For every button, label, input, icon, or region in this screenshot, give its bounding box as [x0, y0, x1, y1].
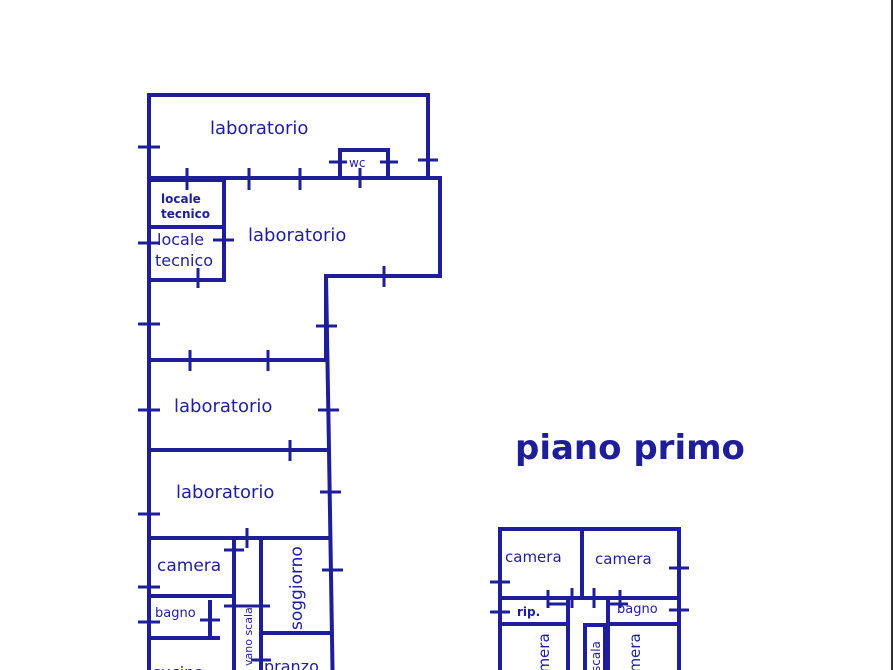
room-label-camera: camera: [535, 633, 553, 670]
floor-title: piano primo: [515, 428, 745, 468]
room-label-bagno: bagno: [155, 606, 196, 621]
page-edge: [891, 0, 893, 670]
room-label-camera: camera: [595, 550, 652, 568]
room-label-scala: scala: [589, 641, 603, 670]
room-label-locale-tecnico: tecnico: [161, 207, 210, 221]
room-label-locale-tecnico: locale: [157, 230, 204, 249]
room-label-camera: camera: [505, 548, 562, 566]
room-label-camera: camera: [157, 556, 221, 576]
room-label-vano-scala: vano scala: [242, 607, 255, 666]
room-label-laboratorio: laboratorio: [176, 482, 274, 503]
room-label-ripostiglio: rip.: [517, 605, 540, 619]
room-label-laboratorio: laboratorio: [248, 225, 346, 246]
ground-floor-walls: [147, 93, 442, 670]
first-floor-labels: camera camera rip. bagno camera scala ca…: [505, 548, 658, 670]
room-label-laboratorio: laboratorio: [210, 118, 308, 139]
room-label-locale-tecnico: locale: [161, 192, 201, 206]
room-label-camera: camera: [626, 633, 644, 670]
room-label-cucina: cucina: [152, 663, 204, 670]
room-label-laboratorio: laboratorio: [174, 396, 272, 417]
ground-floor-labels: laboratorio wc locale tecnico locale tec…: [152, 118, 365, 670]
room-label-pranzo: pranzo: [264, 657, 319, 670]
first-floor-walls: [498, 527, 681, 670]
room-label-wc: wc: [349, 156, 365, 170]
room-label-soggiorno: soggiorno: [287, 546, 307, 630]
room-label-locale-tecnico: tecnico: [155, 251, 213, 270]
ground-floor-openings: [138, 145, 438, 662]
first-floor-openings: [490, 566, 689, 614]
room-label-bagno: bagno: [617, 602, 658, 617]
